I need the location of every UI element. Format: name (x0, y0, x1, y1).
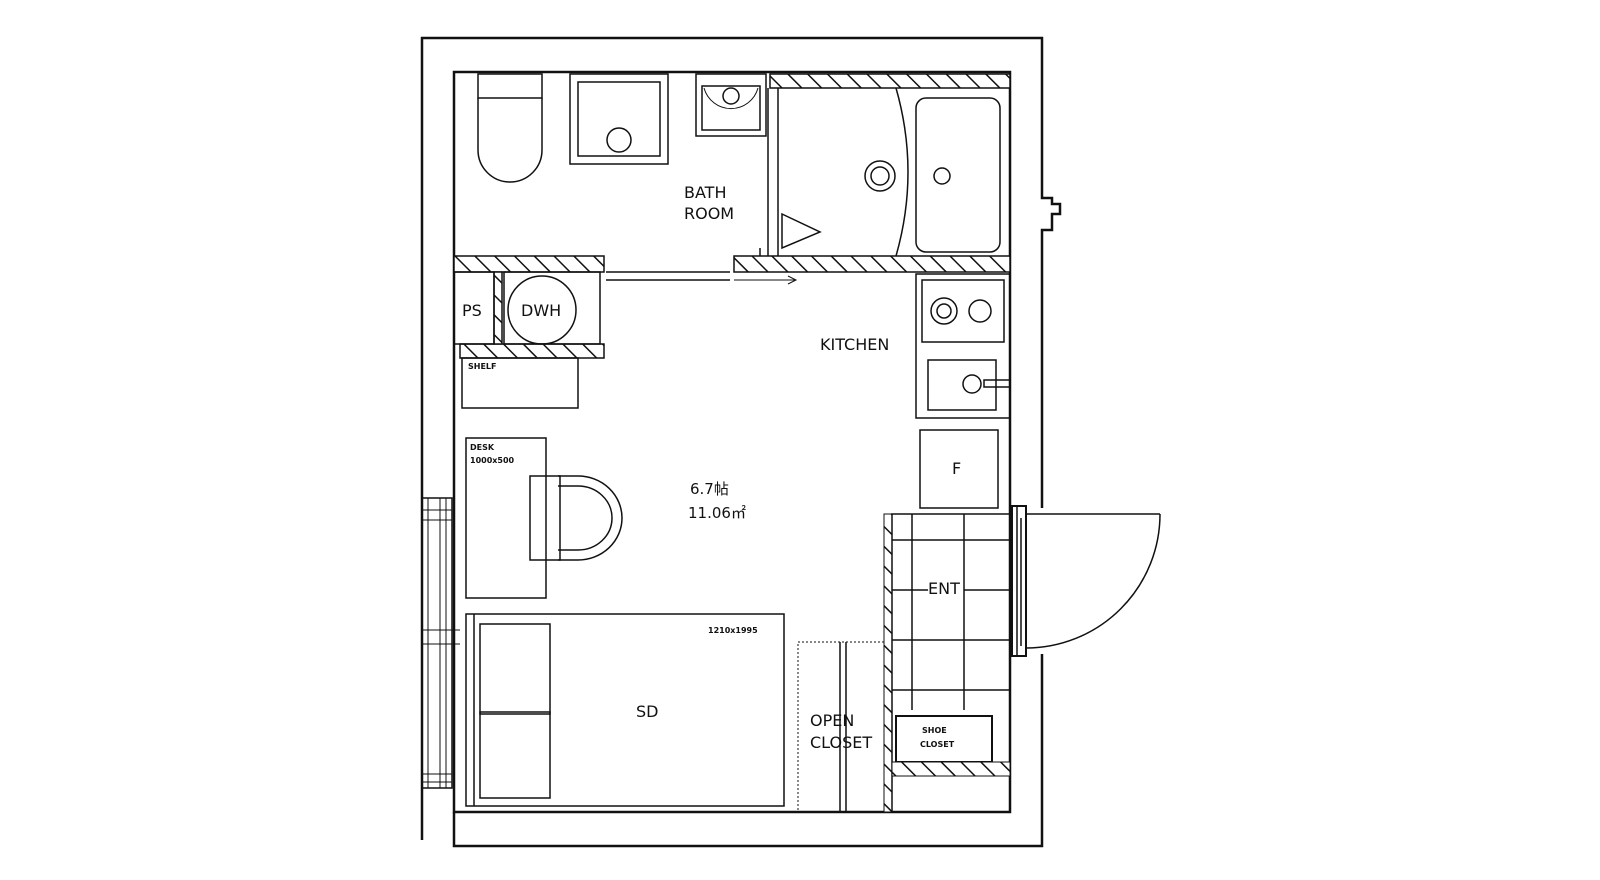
entrance-floor (883, 513, 1011, 813)
dwh-label: DWH (521, 301, 561, 320)
window-left (421, 497, 460, 789)
bed-label: SD (636, 702, 658, 721)
kitchen-counter (915, 273, 1011, 419)
open-closet (797, 641, 885, 813)
shoe-closet-label-line1: SHOE (922, 726, 947, 735)
entrance-label: ENT (928, 579, 960, 598)
bathroom-label-line1: BATH (684, 183, 726, 202)
desk-size-label: 1000x500 (470, 456, 515, 465)
fridge-icon (919, 429, 999, 509)
shelf (461, 357, 579, 409)
bathroom-door (606, 248, 798, 285)
bathroom-label-line2: ROOM (684, 204, 734, 223)
pipe-space (453, 271, 495, 345)
bed-icon (465, 613, 785, 807)
shelf-label: SHELF (468, 362, 496, 371)
hand-sink-icon (695, 73, 767, 137)
fridge-label: F (952, 459, 961, 478)
kitchen-label: KITCHEN (820, 335, 889, 354)
water-heater-icon (503, 271, 601, 345)
kitchen-sink-icon (927, 359, 1011, 411)
ps-label: PS (462, 301, 482, 320)
shoe-closet (891, 715, 1011, 777)
shoe-closet-label-line2: CLOSET (920, 740, 955, 749)
room-size-label: 6.7帖 (690, 480, 729, 498)
chair-icon (529, 475, 623, 561)
desk (465, 437, 547, 599)
desk-label: DESK (470, 443, 495, 452)
toilet-icon (477, 73, 543, 183)
bathroom-walls (453, 73, 1011, 359)
stove-icon (921, 279, 1005, 343)
entrance-door (1011, 505, 1161, 657)
room-area-label: 11.06㎡ (688, 504, 746, 522)
shower-area (781, 87, 909, 257)
open-closet-label-line1: OPEN (810, 711, 854, 730)
bathtub-icon (915, 97, 1001, 253)
open-closet-label-line2: CLOSET (810, 733, 872, 752)
washbasin-icon (569, 73, 669, 165)
bed-size-label: 1210x1995 (708, 626, 758, 635)
room-labels: BATH ROOM PS DWH SHELF KITCHEN DESK 1000… (462, 183, 961, 752)
